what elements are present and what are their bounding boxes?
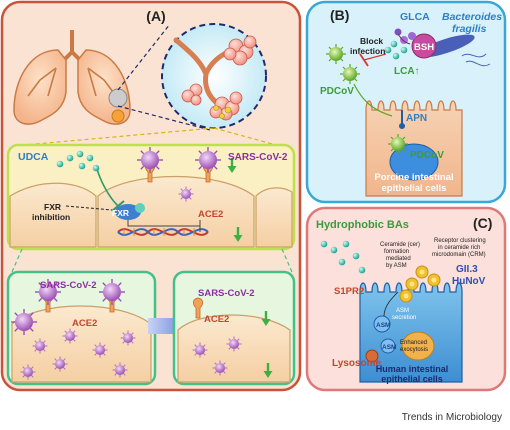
lysosome-label: Lysosome: [332, 358, 382, 369]
dna-helix: [117, 228, 209, 236]
panel-a: (A): [0, 0, 302, 392]
journal-footer: Trends in Microbiology: [402, 412, 502, 423]
asm-label-a: ASM: [376, 322, 390, 329]
sars-cov-2-label-right: SARS-CoV-2: [198, 288, 254, 299]
bacteroides-fragilis-illustration: [394, 28, 491, 67]
ace2-label-top: ACE2: [198, 209, 223, 220]
lungs-illustration: [13, 30, 131, 125]
receptor-clustering-label-line1: Receptor clustering: [434, 238, 486, 244]
bsh-enzyme-label: BSH: [414, 42, 434, 53]
human-cell-label-line1: Human intestinal: [376, 364, 449, 374]
panel-a-label: (A): [146, 8, 165, 24]
asm-secretion-label-line1: ASM: [396, 308, 409, 314]
lung-cell-box: [6, 143, 296, 251]
panel-b-label: (B): [330, 7, 349, 23]
enhanced-exocytosis-label-line1: Enhanced: [400, 340, 427, 346]
alveoli-zoom: [161, 23, 267, 129]
apn-receptor-label: APN: [406, 113, 427, 124]
asm-secretion-label-line2: secretion: [392, 315, 416, 321]
s1pr2-label: S1PR2: [334, 286, 364, 297]
hydrophobic-bas-label: Hydrophobic BAs: [316, 219, 409, 231]
cell-box-before: [6, 270, 157, 386]
pdcov-label-outside: PDCoV: [320, 86, 354, 97]
panel-c-label: (C): [473, 215, 492, 231]
porcine-cell-illustration: [353, 83, 463, 197]
block-infection-label-line1: Block: [360, 36, 383, 46]
pdcov-label-inside: PDCoV: [410, 150, 444, 161]
ace2-label-left: ACE2: [72, 318, 97, 329]
ace2-label-right: ACE2: [204, 314, 229, 325]
hunov-label: HuNoV: [452, 276, 486, 287]
bacterium-label-line1: Bacteroides: [442, 11, 502, 23]
human-cell-illustration: [359, 282, 463, 383]
sars-cov-2-label-left: SARS-CoV-2: [40, 280, 96, 291]
ceramide-label-line1: Ceramide (cer): [380, 242, 420, 248]
receptor-clustering-label-line3: microdomain (CRM): [432, 252, 486, 258]
human-cell-label-line2: epithelial cells: [381, 374, 443, 384]
panel-b: (B) BSH GLCA Bacteroides fragilis LCA↑ B…: [305, 0, 507, 204]
enhanced-exocytosis-label-line2: exocytosis: [400, 347, 428, 353]
udca-label: UDCA: [18, 151, 49, 163]
fxr-inhibition-label-line2: inhibition: [32, 212, 70, 222]
ceramide-label-line3: mediated: [386, 256, 411, 262]
sars-cov-2-label-top: SARS-CoV-2: [228, 152, 288, 163]
block-infection-label-line2: infection: [350, 46, 385, 56]
fxr-inhibition-label-line1: FXR: [44, 202, 61, 212]
panel-c: (C) Hydrophobic BAs Ceramide (cer) forma…: [305, 206, 507, 392]
receptor-clustering-label-line2: in ceramide rich: [438, 245, 480, 251]
ceramide-label-line2: formation: [384, 249, 409, 255]
cell-box-after: [172, 270, 296, 386]
fxr-receptor-label: FXR: [112, 208, 129, 218]
lca-label: LCA↑: [394, 66, 420, 77]
bacterium-label-line2: fragilis: [452, 23, 487, 35]
ceramide-label-line4: by ASM: [386, 263, 407, 269]
glca-label: GLCA: [400, 11, 430, 23]
asm-label-b: ASM: [382, 344, 396, 351]
porcine-cell-label-line1: Porcine intestinal: [374, 172, 453, 183]
gii3-label: GII.3: [456, 264, 478, 275]
porcine-cell-label-line2: epithelial cells: [382, 183, 447, 194]
